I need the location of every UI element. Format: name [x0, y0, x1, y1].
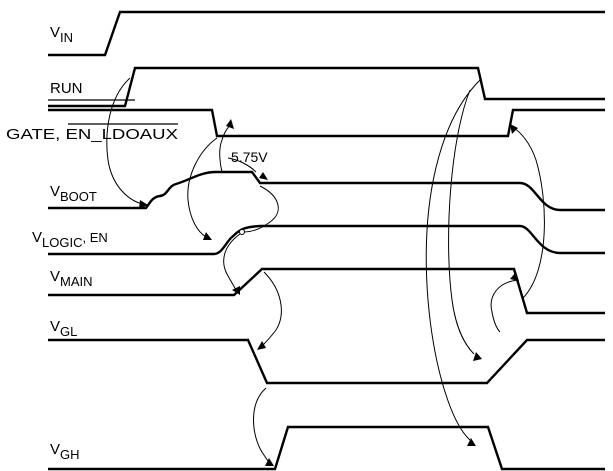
label-vboot: VBOOT: [50, 183, 97, 204]
arrowhead-gate-to-vlogic: [203, 232, 212, 240]
arrow-vmain-loop: [490, 279, 519, 333]
arrow-vboot-to-en: [243, 185, 279, 233]
label-vlogic: VLOGIC, EN: [32, 229, 108, 250]
label-vmain-main: V: [50, 268, 60, 285]
arrowhead-run-to-vgh: [467, 438, 476, 446]
label-vin-main: V: [50, 24, 60, 41]
label-vgl-sub: GL: [60, 324, 77, 339]
annotation-threshold: 5.75V: [231, 149, 268, 165]
arrowhead-run-to-vgl: [473, 352, 482, 361]
arrow-run-to-vgl: [448, 89, 475, 355]
label-vlogic-main: V: [32, 229, 42, 246]
waveform-vlogic: [48, 224, 605, 256]
label-vgl: VGL: [50, 318, 77, 339]
waveform-vin: [48, 10, 605, 57]
label-gate-over: EN_LDOAUX: [65, 126, 178, 143]
arrow-vmain-to-vgl: [261, 271, 282, 347]
node-en: [239, 229, 245, 235]
label-vin: VIN: [50, 24, 73, 45]
label-vmain-sub: MAIN: [60, 274, 93, 289]
arrowhead-vgl-to-vgh: [265, 458, 274, 466]
label-vgl-main: V: [50, 318, 60, 335]
label-vgh-main: V: [50, 441, 60, 458]
arrowhead-run-to-vboot: [139, 200, 148, 209]
arrow-run-to-vboot: [106, 77, 143, 205]
label-vboot-main: V: [50, 183, 60, 200]
waveform-vgl: [48, 338, 605, 385]
waveform-vmain: [48, 267, 605, 315]
arrow-gate-to-vlogic: [187, 137, 218, 238]
label-vmain: VMAIN: [50, 268, 93, 289]
waveform-vgh: [48, 425, 605, 471]
label-vlogic-suffix: , EN: [82, 230, 107, 245]
label-vgh: VGH: [50, 441, 80, 462]
arrowhead-vmain-loop: [510, 272, 519, 281]
label-run: RUN: [50, 80, 83, 97]
arrow-run-to-vgh: [425, 79, 481, 441]
label-vin-sub: IN: [60, 30, 73, 45]
arrow-vmain-to-gate: [513, 127, 545, 299]
arrow-vlogic-to-vmain: [223, 233, 241, 291]
arrowhead-vmain-to-vgl: [257, 341, 266, 350]
label-gate: GATE, EN_LDOAUX: [6, 126, 178, 143]
arrowhead-vlogic-to-vmain: [232, 286, 240, 295]
label-vboot-sub: BOOT: [60, 189, 97, 204]
arrowhead-threshold-to-vboot: [259, 172, 268, 180]
arrowhead-vmain-to-gate: [510, 124, 518, 134]
label-gate-main: GATE,: [6, 126, 65, 143]
label-vgh-sub: GH: [60, 447, 80, 462]
waveform-vboot: [48, 170, 605, 212]
arrowhead-vboot-to-gate: [226, 119, 234, 129]
arrow-threshold-to-vboot: [227, 157, 257, 173]
waveform-gate: [48, 108, 605, 138]
label-vlogic-sub: LOGIC: [42, 235, 82, 250]
arrow-vgl-to-vgh: [253, 387, 271, 464]
